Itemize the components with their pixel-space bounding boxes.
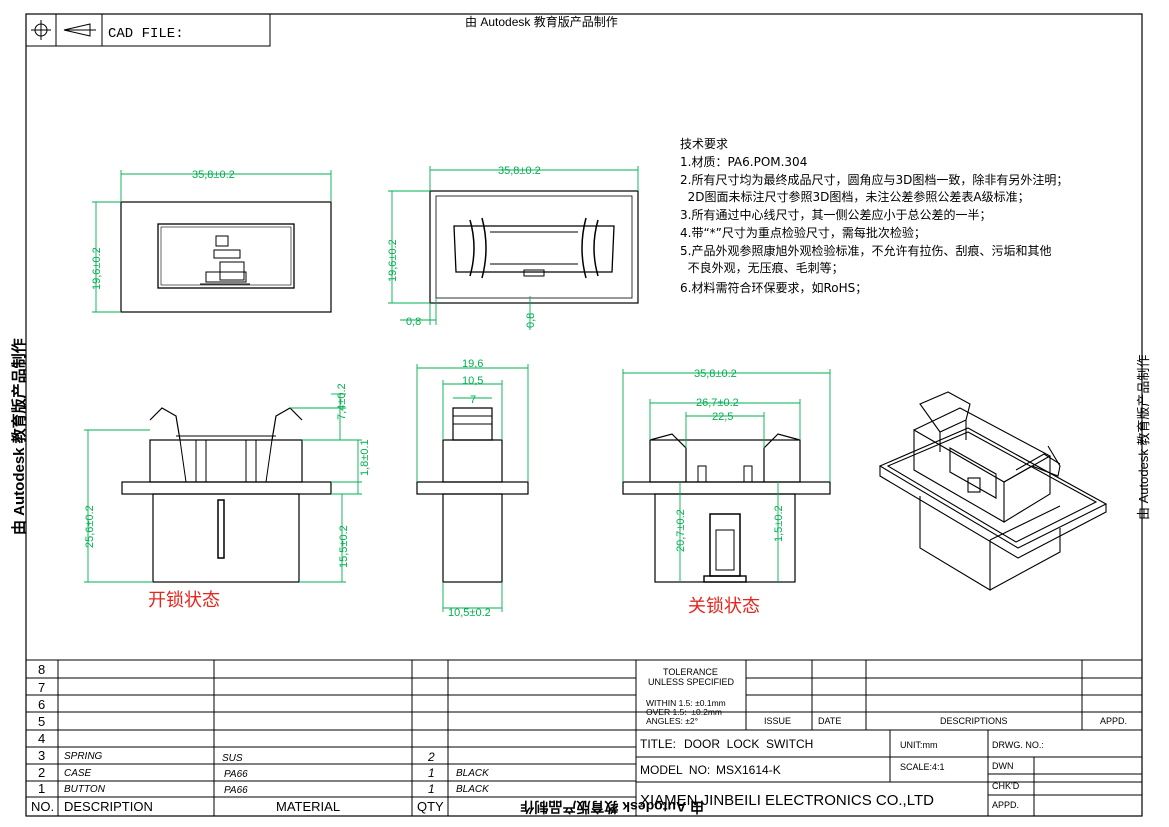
dwn: DWN (992, 761, 1014, 771)
bom-header-qty: QTY (417, 799, 444, 814)
model-label: MODEL NO: (640, 763, 710, 777)
bom-desc: CASE (64, 768, 92, 779)
dim-top2-width: 35,8±0.2 (498, 165, 541, 177)
col-appd: APPD. (1100, 716, 1127, 726)
bom-row-number: 6 (38, 697, 45, 712)
bom-color: BLACK (456, 768, 490, 779)
note-line: 2.所有尺寸均为最终成品尺寸，圆角应与3D图档一致，除非有另外注明； (680, 172, 1068, 187)
bom-header-desc: DESCRIPTION (64, 799, 153, 814)
note-line: 5.产品外观参照康旭外观检验标准，不允许有拉伤、刮痕、污垢和其他 (680, 243, 1051, 258)
sheet-border (25, 13, 1143, 817)
tolerance-angles: ANGLES: ±2° (646, 716, 698, 726)
bom-table (26, 659, 637, 816)
state-label-open: 开锁状态 (148, 590, 220, 611)
dim-top2-t1: 0,8 (406, 316, 421, 328)
watermark-left: 由 Autodesk 教育版产品制作 (10, 338, 28, 535)
title-label: TITLE: (640, 737, 676, 751)
drawing-number: DRWG. NO.: (992, 740, 1044, 750)
dim-open-b: 1,8±0.1 (359, 439, 371, 476)
dim-open-d: 15,5±0.2 (338, 525, 350, 568)
dim-closed-a: 35,8±0.2 (694, 368, 737, 380)
dim-top2-height: 19,6±0.2 (387, 239, 399, 282)
front-view-open (121, 407, 332, 583)
bom-qty: 1 (428, 766, 435, 780)
top-view-closed (429, 190, 639, 304)
note-line: 3.所有通过中心线尺寸，其一侧公差应小于总公差的一半； (680, 207, 991, 222)
dim-side-b: 10,5 (462, 375, 483, 387)
side-view-dims: 19,6 10,5 7 10,5±0.2 (416, 358, 529, 619)
tolerance-over: OVER 1.5: ±0.2mm (646, 707, 722, 717)
bom-desc: BUTTON (64, 784, 106, 795)
bom-row-number: 8 (38, 662, 45, 677)
bom-header-no: NO. (31, 799, 54, 814)
watermark-bottom: 由 Autodesk 教育版产品制作 (520, 799, 704, 815)
company-name: XIAMEN JINBEILI ELECTRONICS CO.,LTD (640, 792, 934, 809)
dim-side-c: 7 (470, 394, 476, 406)
dim-closed-d: 20,7±0.2 (675, 509, 687, 552)
bom-qty: 1 (428, 782, 435, 796)
unit: UNIT:mm (900, 740, 938, 750)
bom-row-number: 4 (38, 731, 45, 746)
note-line: 4.带“*”尺寸为重点检验尺寸，需每批次检验； (680, 225, 926, 240)
scale: SCALE:4:1 (900, 762, 945, 772)
bom-material: SUS (222, 753, 243, 764)
bom-material: PA66 (224, 785, 248, 796)
dim-top1-height: 19,6±0.2 (91, 247, 103, 290)
note-line: 2D图面未标注尺寸参照3D图档，未注公差参照公差表A级标准； (680, 189, 1030, 204)
cad-file-label: CAD FILE: (108, 26, 184, 42)
tolerance-line: UNLESS SPECIFIED (648, 677, 735, 687)
bom-qty: 2 (427, 750, 435, 764)
technical-notes: 技术要求 1.材质：PA6.POM.304 2.所有尺寸均为最终成品尺寸，圆角应… (680, 137, 1068, 295)
title-block: TOLERANCE UNLESS SPECIFIED WITHIN 1.5: ±… (640, 667, 1127, 810)
appd-signoff: APPD. (992, 800, 1019, 810)
dim-closed-b: 26,7±0.2 (696, 397, 739, 409)
dim-top1-width: 35,8±0.2 (192, 169, 235, 181)
bom-color: BLACK (456, 784, 490, 795)
bom-desc: SPRING (64, 751, 103, 762)
header-symbols (25, 13, 103, 47)
dim-closed-e: 1,5±0.2 (773, 505, 785, 542)
bom-header-material: MATERIAL (276, 799, 340, 814)
model-value: MSX1614-K (716, 763, 781, 777)
dim-top2-t2: 0,8 (525, 313, 537, 328)
note-line: 1.材质：PA6.POM.304 (680, 155, 807, 169)
col-descriptions: DESCRIPTIONS (940, 716, 1008, 726)
tolerance-within: WITHIN 1.5: ±0.1mm (646, 698, 726, 708)
note-line: 6.材料需符合环保要求，如RoHS； (680, 280, 867, 295)
notes-title: 技术要求 (680, 137, 728, 151)
isometric-view (878, 391, 1108, 591)
note-line: 不良外观，无压痕、毛刺等； (680, 260, 844, 275)
front-view-closed-dims: 35,8±0.2 26,7±0.2 22,5 20,7±0.2 1,5±0.2 (622, 368, 831, 582)
front-view-open-dims: 7,4±0.2 1,8±0.1 25,6±0.2 15,5±0.2 (84, 383, 371, 583)
top-view-closed-dims: 35,8±0.2 19,6±0.2 0,8 0,8 (387, 165, 639, 330)
dim-open-a: 7,4±0.2 (336, 383, 348, 420)
tolerance-line: TOLERANCE (663, 667, 718, 677)
watermark-right: 由 Autodesk 教育版产品制作 (1136, 355, 1151, 520)
bom-row-number: 5 (38, 714, 45, 729)
dim-side-a: 19,6 (462, 358, 483, 370)
bom-rows: 8 7 6 5 4 3 SPRING SUS 2 2 CASE PA66 1 B… (31, 662, 490, 814)
dim-side-d: 10,5±0.2 (448, 607, 491, 619)
bom-material: PA66 (224, 769, 248, 780)
side-view (416, 407, 529, 583)
bom-no: 3 (38, 748, 45, 763)
top-view-open (120, 201, 332, 313)
col-date: DATE (818, 716, 841, 726)
top-view-open-dims: 35,8±0.2 19,6±0.2 (91, 169, 332, 313)
bom-row-number: 7 (38, 680, 45, 695)
chkd: CHK'D (992, 781, 1020, 791)
col-issue: ISSUE (764, 716, 791, 726)
state-label-closed: 关锁状态 (688, 596, 760, 617)
dim-closed-c: 22,5 (712, 411, 733, 423)
title-block-grid (636, 659, 1142, 816)
front-view-closed (622, 433, 831, 583)
bom-no: 1 (38, 781, 45, 796)
watermark-top: 由 Autodesk 教育版产品制作 (465, 14, 618, 29)
title-value: DOOR LOCK SWITCH (684, 737, 813, 751)
dim-open-c: 25,6±0.2 (84, 505, 96, 548)
bom-no: 2 (38, 765, 45, 780)
